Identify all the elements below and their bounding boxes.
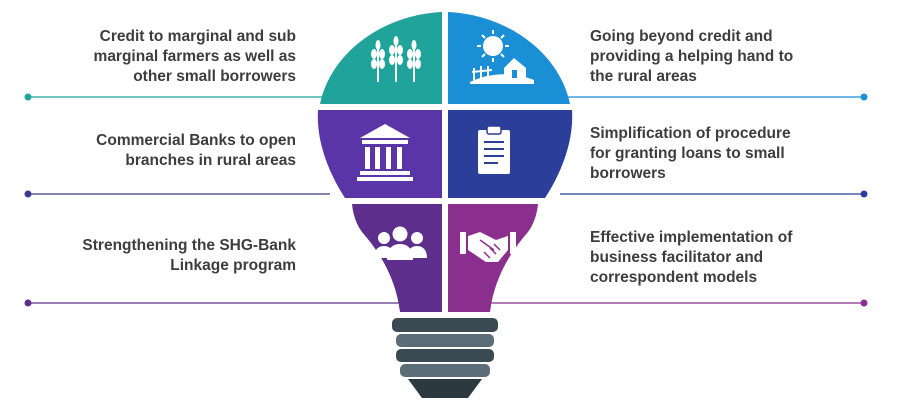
item-label-6-line-1: Effective implementation of [590,229,793,246]
item-label-2-line-3: the rural areas [590,68,697,85]
wheat-icon [371,36,421,82]
item-label-4-line-3: borrowers [590,165,666,182]
item-label-6-line-2: business facilitator and [590,249,764,266]
item-label-3-line-2: branches in rural areas [125,152,296,169]
item-label-5-line-2: Linkage program [170,257,296,274]
bulb-segment-2 [448,12,570,104]
item-label-4: Simplification of procedure for granting… [590,124,791,184]
bulb-base [392,318,498,398]
item-label-3-line-1: Commercial Banks to open [96,132,296,149]
bulb-base-ring-2 [396,334,494,347]
item-label-2-line-2: providing a helping hand to [590,48,794,65]
bulb-base-ring-3 [396,349,494,362]
connector-dot-1 [24,93,32,101]
item-label-2-line-1: Going beyond credit and [590,28,773,45]
item-label-1: Credit to marginal and sub marginal farm… [94,27,296,87]
item-label-3: Commercial Banks to open branches in rur… [96,131,296,171]
item-label-5: Strengthening the SHG-Bank Linkage progr… [82,236,296,276]
bulb-segment-4 [448,110,573,198]
people-group-icon [374,226,427,260]
bulb-base-ring-1 [392,318,498,332]
rural-house-sun-icon [470,30,534,84]
bulb-base-ring-4 [400,364,490,377]
item-label-1-line-3: other small borrowers [133,68,296,85]
connector-dot-3 [24,190,32,198]
connector-dot-2 [860,93,868,101]
clipboard-document-icon [478,125,510,174]
connector-lines [24,93,868,307]
item-label-6: Effective implementation of business fac… [590,228,792,288]
item-label-5-line-1: Strengthening the SHG-Bank [82,237,296,254]
item-label-2: Going beyond credit and providing a help… [590,27,793,87]
connector-dot-5 [24,299,32,307]
item-label-6-line-3: correspondent models [590,269,758,286]
bulb-base-tip [408,379,482,398]
connector-dot-6 [860,299,868,307]
connector-dot-4 [860,190,868,198]
item-label-1-line-1: Credit to marginal and sub [99,28,296,45]
item-label-4-line-1: Simplification of procedure [590,125,791,142]
item-label-4-line-2: for granting loans to small [590,145,785,162]
bulb-segments [317,12,573,312]
bank-building-icon [357,124,413,181]
handshake-icon [460,232,516,262]
item-label-1-line-2: marginal farmers as well as [93,48,296,65]
